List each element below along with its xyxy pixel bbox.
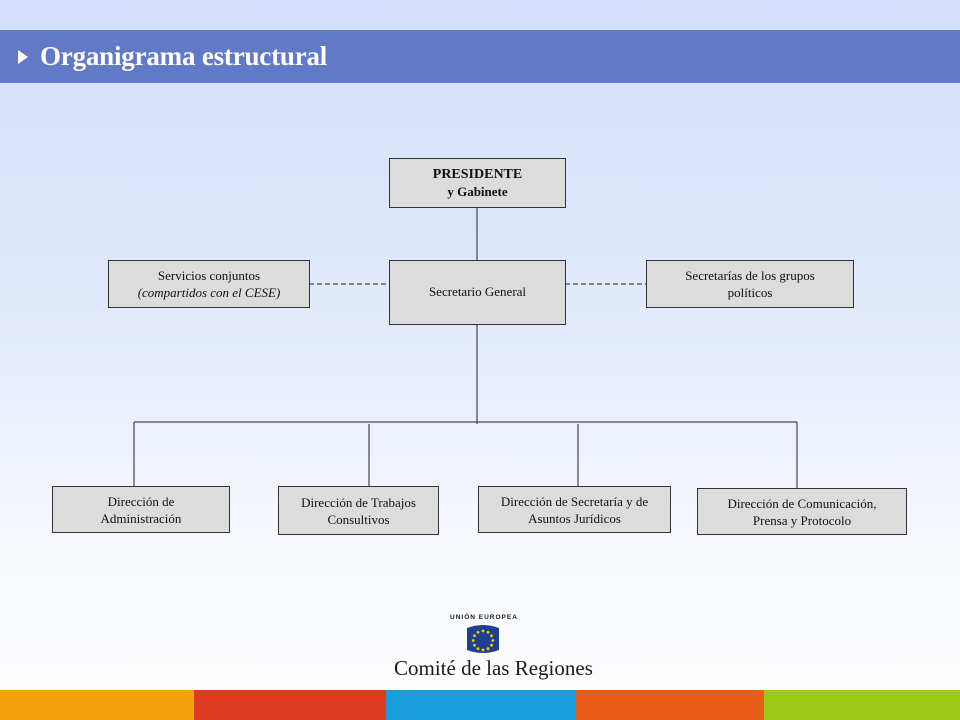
footer-segment-darkorange <box>575 690 764 720</box>
secretary-general-label: Secretario General <box>428 284 527 299</box>
directorate-comunicacion: Dirección de Comunicación, Prensa y Prot… <box>697 488 907 535</box>
directorate-line1: Dirección de Secretaría y de <box>500 493 649 509</box>
eu-flag-icon <box>467 625 499 653</box>
political-groups-line2: políticos <box>727 285 773 300</box>
directorate-line2: Prensa y Protocolo <box>752 512 852 528</box>
directorate-line2: Asuntos Jurídicos <box>528 510 621 526</box>
title-bar: Organigrama estructural <box>0 30 960 83</box>
president-box: PRESIDENTE y Gabinete <box>389 158 566 208</box>
secretary-general-box: Secretario General <box>389 260 566 325</box>
shared-services-label: Servicios conjuntos <box>157 268 261 283</box>
directorate-line1: Dirección de Trabajos <box>301 494 416 510</box>
directorate-line2: Administración <box>100 510 182 526</box>
footer-segment-green <box>764 690 960 720</box>
president-title: PRESIDENTE <box>432 167 523 182</box>
logo-top-text: UNIÓN EUROPEA <box>450 614 518 621</box>
footer-color-bar <box>0 690 960 720</box>
directorate-line1: Dirección de Comunicación, <box>727 495 877 511</box>
triangle-right-icon <box>18 50 28 64</box>
directorate-line2: Consultivos <box>327 511 390 527</box>
political-groups-box: Secretarías de los grupos políticos <box>646 260 854 308</box>
directorate-secretaria-juridicos: Dirección de Secretaría y de Asuntos Jur… <box>478 486 671 533</box>
political-groups-line1: Secretarías de los grupos <box>685 268 815 283</box>
footer-segment-blue <box>386 690 575 720</box>
footer-segment-orange <box>0 690 194 720</box>
comite-regiones-logo: UNIÓN EUROPEA Comité de las Regiones <box>392 612 593 682</box>
directorate-trabajos-consultivos: Dirección de Trabajos Consultivos <box>278 486 439 535</box>
shared-services-box: Servicios conjuntos (compartidos con el … <box>108 260 310 308</box>
shared-services-note: (compartidos con el CESE) <box>137 285 281 300</box>
directorate-administracion: Dirección de Administración <box>52 486 230 533</box>
logo-name: Comité de las Regiones <box>394 656 593 680</box>
president-subtitle: y Gabinete <box>447 184 508 199</box>
footer-segment-red <box>194 690 386 720</box>
page-title: Organigrama estructural <box>40 41 328 71</box>
directorate-line1: Dirección de <box>107 493 175 509</box>
